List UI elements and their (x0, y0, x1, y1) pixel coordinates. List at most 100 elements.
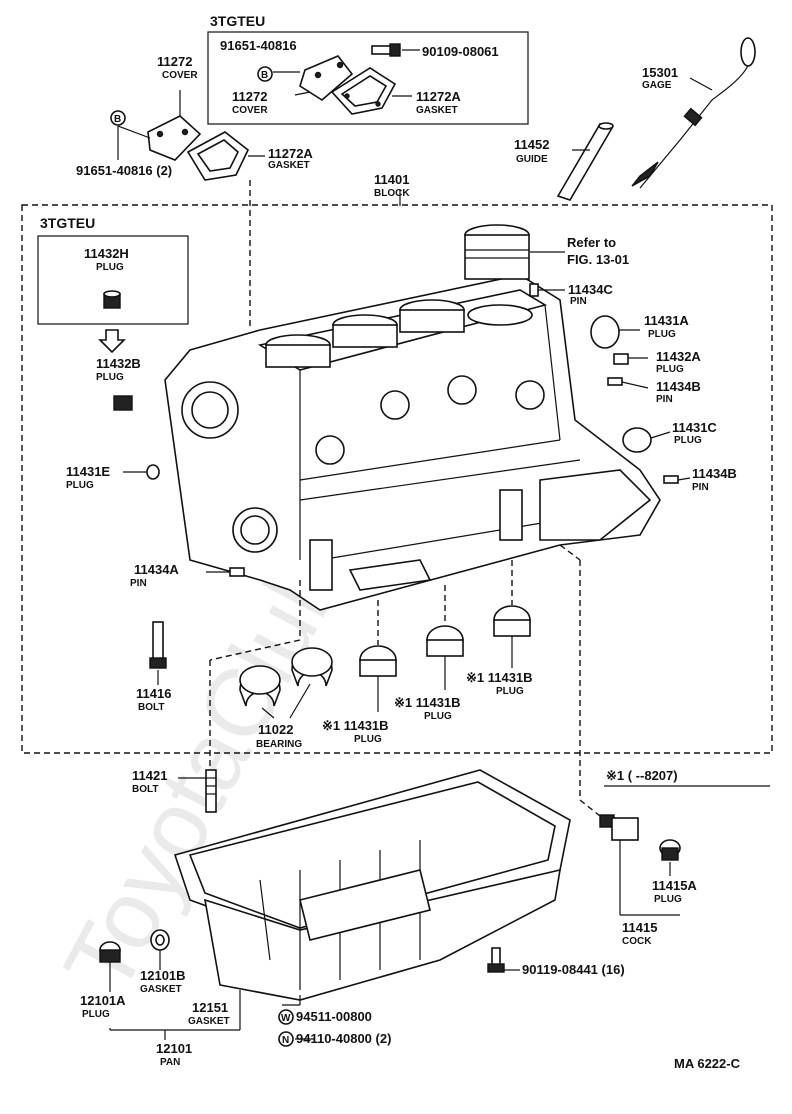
pin-11434a-part (229, 567, 245, 577)
variant-plug-box (37, 235, 189, 325)
svg-text:12151: 12151 (192, 1000, 228, 1015)
plug-11432h-part (103, 290, 121, 309)
bolt-90119-part (487, 947, 505, 973)
svg-text:94110-40800 (2): 94110-40800 (2) (296, 1031, 391, 1046)
label-11434a: 11434A PIN (130, 562, 179, 589)
arrow-down-icon (98, 329, 126, 354)
svg-text:※1 11431B: ※1 11431B (394, 695, 461, 710)
label-11434b-1: 11434B PIN (656, 379, 701, 405)
svg-text:※1 11431B: ※1 11431B (466, 670, 533, 685)
label-12101: 12101 PAN (156, 1041, 192, 1068)
svg-text:11434B: 11434B (692, 466, 737, 481)
drain-plug-12101a-part (99, 941, 121, 963)
svg-text:Refer to: Refer to (567, 235, 616, 250)
oil-guide-part (556, 122, 614, 201)
label-90109-08061: 90109-08061 (422, 44, 499, 59)
block-box-title: 3TGTEU (40, 215, 95, 231)
svg-text:11434C: 11434C (568, 282, 613, 297)
w-symbol (278, 1009, 294, 1025)
plug-11431c-part (622, 427, 652, 453)
svg-text:11415A: 11415A (652, 878, 697, 893)
label-91651-40816-box: 91651-40816 (220, 38, 297, 53)
label-11272-box: 11272 COVER (232, 89, 268, 116)
label-11431a: 11431A PLUG (644, 313, 689, 340)
svg-text:11434A: 11434A (134, 562, 179, 577)
b-symbol (110, 110, 126, 126)
label-11432a: 11432A PLUG (656, 349, 701, 375)
variant-box (207, 31, 529, 125)
svg-text:BEARING: BEARING (256, 739, 302, 750)
pin-11434b-upper-part (607, 377, 623, 386)
svg-text:BOLT: BOLT (138, 702, 164, 713)
oil-pan-part (173, 769, 571, 1001)
label-11431e: 11431E PLUG (66, 464, 110, 491)
bolt-11416-part (149, 621, 167, 669)
svg-text:PIN: PIN (130, 578, 147, 589)
label-11452: 11452 GUIDE (514, 137, 549, 165)
svg-text:11401: 11401 (374, 172, 409, 187)
svg-text:COVER: COVER (162, 70, 198, 81)
label-11431b-3: ※1 11431B PLUG (466, 670, 533, 697)
svg-text:PLUG: PLUG (424, 711, 452, 722)
label-11431c: 11431C PLUG (672, 420, 717, 446)
svg-text:11431C: 11431C (672, 420, 717, 435)
pin-11434b-lower-part (663, 475, 679, 484)
svg-text:11432H: 11432H (84, 246, 129, 261)
figure-reference: MA 6222-C (674, 1056, 741, 1071)
plug-11415a-part (659, 839, 681, 861)
svg-text:PLUG: PLUG (674, 435, 702, 446)
svg-text:PIN: PIN (692, 482, 709, 493)
svg-text:PLUG: PLUG (82, 1009, 110, 1020)
svg-text:90109-08061: 90109-08061 (422, 44, 499, 59)
svg-text:11452: 11452 (514, 137, 549, 152)
svg-text:FIG. 13-01: FIG. 13-01 (567, 252, 629, 267)
header-box-title: 3TGTEU (210, 13, 265, 29)
gasket-12101b-part (150, 929, 170, 951)
svg-text:GUIDE: GUIDE (516, 154, 548, 165)
svg-text:PLUG: PLUG (96, 262, 124, 273)
svg-text:11432B: 11432B (96, 356, 141, 371)
label-12151: 12151 GASKET (188, 1000, 230, 1027)
svg-text:PIN: PIN (570, 296, 587, 307)
label-11401: 11401 BLOCK (374, 172, 410, 199)
pistons-part (265, 299, 533, 368)
svg-text:94511-00800: 94511-00800 (296, 1009, 372, 1024)
plug-11431a-part (590, 315, 620, 349)
svg-text:90119-08441 (16): 90119-08441 (16) (522, 962, 625, 977)
svg-text:GASKET: GASKET (140, 984, 182, 995)
svg-text:11415: 11415 (622, 920, 657, 935)
label-11421: 11421 BOLT (132, 768, 167, 795)
label-refer: Refer to FIG. 13-01 (567, 235, 629, 267)
piston-reference-part (464, 224, 530, 280)
svg-text:PLUG: PLUG (654, 894, 682, 905)
svg-text:GASKET: GASKET (188, 1016, 230, 1027)
b-symbol-box-text: B (261, 70, 268, 81)
label-94511-00800: 94511-00800 (296, 1009, 372, 1024)
svg-text:GASKET: GASKET (416, 105, 458, 116)
label-11415: 11415 COCK (622, 920, 657, 947)
drain-cock-11415-part (599, 814, 639, 841)
svg-text:11431E: 11431E (66, 464, 110, 479)
label-11272: 11272 COVER (157, 54, 198, 81)
svg-text:11416: 11416 (136, 686, 171, 701)
svg-text:PLUG: PLUG (66, 480, 94, 491)
plug-11432b-part (113, 395, 133, 411)
svg-text:※1 11431B: ※1 11431B (322, 718, 389, 733)
label-11431b-1: ※1 11431B PLUG (322, 718, 389, 745)
plug-11431b-parts (359, 605, 531, 677)
svg-text:11272A: 11272A (268, 146, 313, 161)
pin-11434c-part (529, 283, 539, 297)
label-11272a-box: 11272A GASKET (416, 89, 461, 116)
svg-text:11431A: 11431A (644, 313, 689, 328)
bearing-11022-parts (239, 647, 333, 707)
svg-text:PLUG: PLUG (354, 734, 382, 745)
label-15301: 15301 GAGE (642, 65, 678, 91)
svg-text:11272: 11272 (157, 54, 192, 69)
label-90119-08441: 90119-08441 (16) (522, 962, 625, 977)
svg-text:PLUG: PLUG (656, 364, 684, 375)
label-91651-40816-2: 91651-40816 (2) (76, 163, 172, 178)
label-11272a: 11272A GASKET (268, 146, 313, 171)
svg-text:GAGE: GAGE (642, 80, 672, 91)
label-11432b: 11432B PLUG (96, 356, 141, 383)
